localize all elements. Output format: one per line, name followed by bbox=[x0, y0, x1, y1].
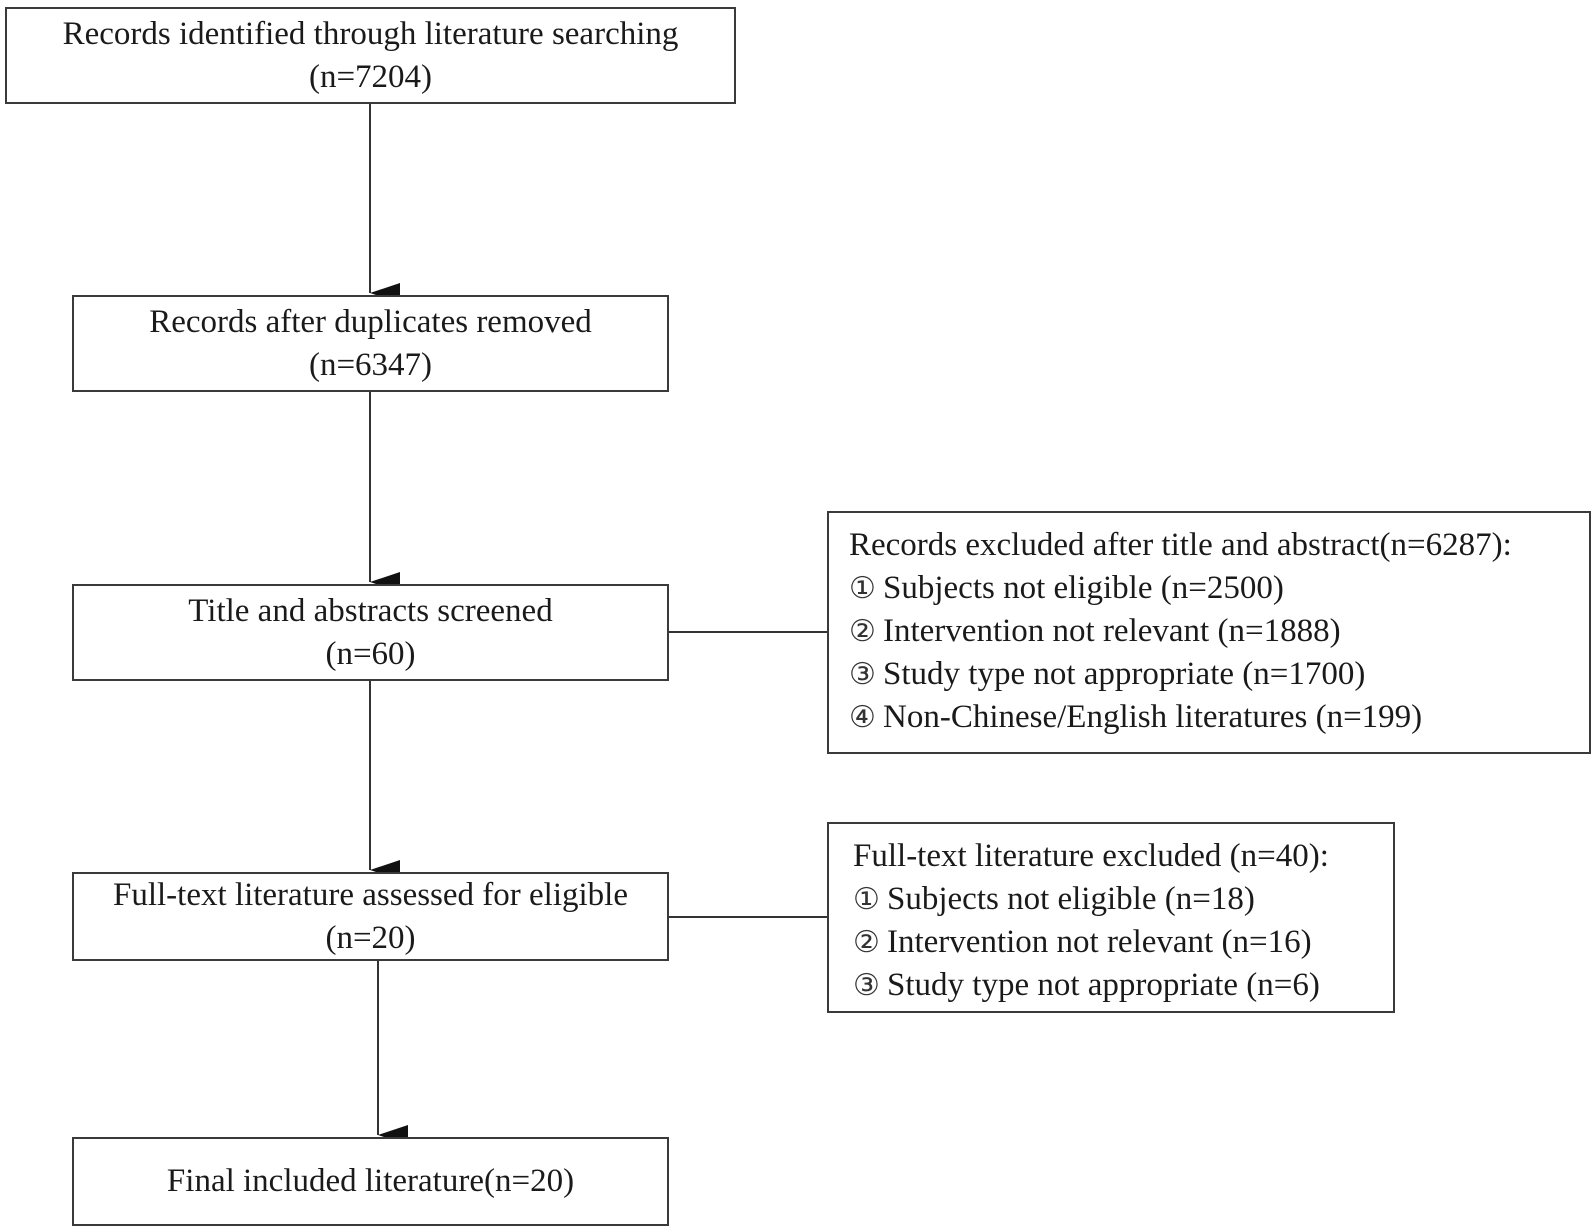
final-included-box: Final included literature(n=20) bbox=[72, 1137, 669, 1226]
circled-number-icon: ② bbox=[853, 925, 880, 960]
exclusion-reason: Intervention not relevant (n=1888) bbox=[883, 613, 1341, 649]
circled-number-icon: ④ bbox=[849, 700, 876, 735]
exclusion-reason: Study type not appropriate (n=1700) bbox=[883, 656, 1366, 692]
circled-number-icon: ① bbox=[853, 882, 880, 917]
exclusion-reason: Subjects not eligible (n=18) bbox=[887, 881, 1255, 917]
screened-count: (n=60) bbox=[325, 635, 416, 672]
circled-number-icon: ① bbox=[849, 571, 876, 606]
excluded-after-fulltext-heading: Full-text literature excluded (n=40): bbox=[853, 838, 1329, 874]
identified-records-label: Records identified through literature se… bbox=[62, 15, 679, 52]
identified-records-count: (n=7204) bbox=[308, 58, 433, 95]
exclusion-reason: Study type not appropriate (n=6) bbox=[887, 967, 1320, 1003]
identified-records-box: Records identified through literature se… bbox=[5, 7, 736, 104]
circled-number-icon: ② bbox=[849, 614, 876, 649]
exclusion-reason: Intervention not relevant (n=16) bbox=[887, 924, 1312, 960]
excluded-after-screening-box: Records excluded after title and abstrac… bbox=[827, 511, 1591, 754]
final-included-label: Final included literature(n=20) bbox=[166, 1163, 575, 1199]
fulltext-assessed-box: Full-text literature assessed for eligib… bbox=[72, 872, 669, 961]
excluded-after-screening-heading: Records excluded after title and abstrac… bbox=[849, 527, 1512, 563]
exclusion-reason: Non-Chinese/English literatures (n=199) bbox=[883, 699, 1423, 735]
exclusion-reason: Subjects not eligible (n=2500) bbox=[883, 570, 1284, 606]
duplicates-removed-box: Records after duplicates removed (n=6347… bbox=[72, 295, 669, 392]
fulltext-assessed-label: Full-text literature assessed for eligib… bbox=[112, 876, 628, 913]
fulltext-assessed-count: (n=20) bbox=[325, 919, 416, 956]
duplicates-removed-count: (n=6347) bbox=[308, 346, 433, 383]
circled-number-icon: ③ bbox=[853, 968, 880, 1003]
circled-number-icon: ③ bbox=[849, 657, 876, 692]
screened-label: Title and abstracts screened bbox=[188, 592, 553, 629]
duplicates-removed-label: Records after duplicates removed bbox=[149, 303, 592, 340]
screened-box: Title and abstracts screened (n=60) bbox=[72, 584, 669, 681]
